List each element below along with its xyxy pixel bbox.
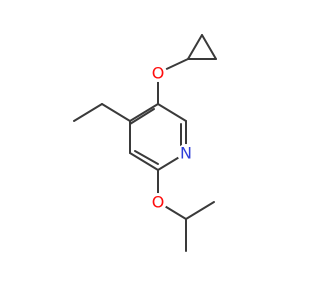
bond: [101, 103, 131, 122]
bond: [73, 103, 103, 122]
bond: [201, 34, 217, 60]
oxygen-label: O: [152, 193, 165, 212]
atom-oxygen-bottom: O: [149, 193, 167, 212]
bond: [185, 201, 215, 220]
oxygen-label: O: [152, 64, 165, 83]
nitrogen-label: N: [180, 144, 192, 163]
isopropoxy-group: [157, 169, 215, 252]
atom-nitrogen: N: [177, 144, 195, 163]
bond: [129, 108, 155, 125]
chemical-structure-diagram: O N O: [73, 34, 217, 252]
bond: [187, 34, 203, 60]
ethyl-group: [73, 103, 131, 122]
pyridine-ring: [129, 103, 187, 171]
bond: [157, 103, 187, 122]
bond: [129, 103, 159, 122]
atom-oxygen-top: O: [149, 64, 167, 83]
bond: [129, 152, 159, 171]
bond: [134, 150, 159, 165]
cyclopropyl-ring: [187, 34, 217, 60]
